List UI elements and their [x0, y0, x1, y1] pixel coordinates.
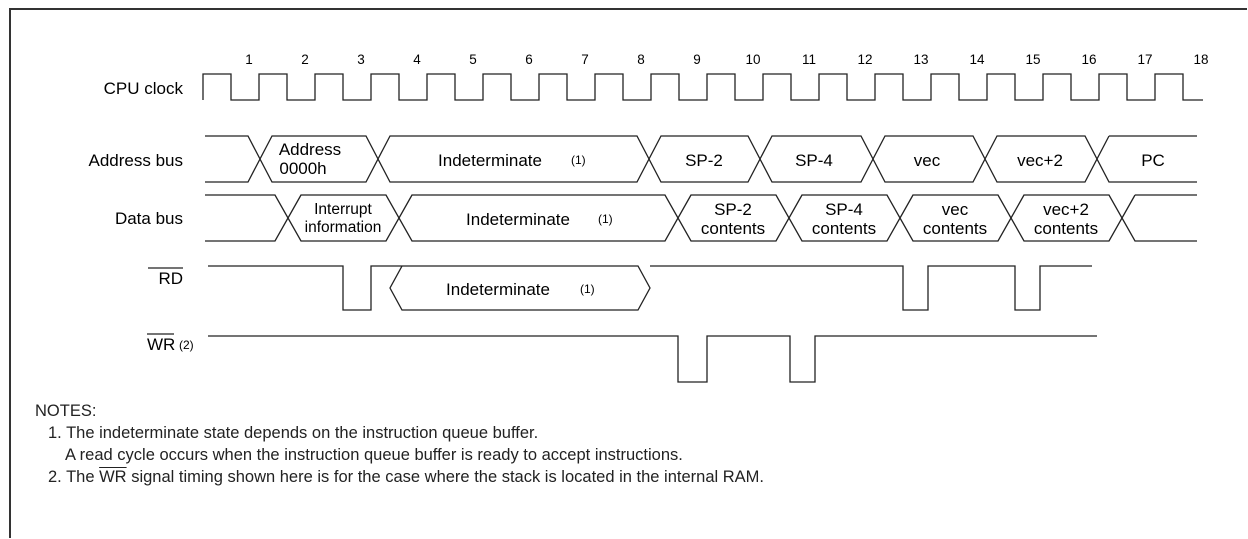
- clock-number-15: 15: [1025, 52, 1040, 67]
- note-2: 2. The WR signal timing shown here is fo…: [35, 466, 764, 488]
- addr-vec2: vec+2: [1017, 151, 1063, 170]
- rd-indeterminate-ref: (1): [580, 282, 595, 296]
- addr-address-line1: Address: [279, 140, 341, 159]
- addr-vec: vec: [914, 151, 941, 170]
- data-indeterminate: Indeterminate: [466, 210, 570, 229]
- addr-address-line2: 0000h: [279, 159, 326, 178]
- clock-number-8: 8: [637, 52, 645, 67]
- clock-number-18: 18: [1193, 52, 1208, 67]
- label-wr-ref: (2): [179, 338, 194, 352]
- label-cpu-clock: CPU clock: [104, 79, 184, 98]
- data-bus-waveform: [205, 194, 1197, 242]
- note-1-number: 1.: [48, 424, 62, 442]
- note-2-number: 2.: [48, 468, 62, 486]
- rd-waveform: [208, 265, 1092, 311]
- rd-indeterminate: Indeterminate: [446, 280, 550, 299]
- label-wr: WR: [147, 335, 175, 354]
- figure-frame: [9, 8, 1247, 538]
- data-vec-line2: contents: [923, 219, 987, 238]
- clock-number-13: 13: [913, 52, 928, 67]
- cpu-clock-waveform: [202, 73, 1203, 101]
- data-sp4-line2: contents: [812, 219, 876, 238]
- address-bus-waveform: [205, 135, 1197, 183]
- data-vec2-line2: contents: [1034, 219, 1098, 238]
- wr-waveform: [208, 335, 1097, 383]
- clock-number-10: 10: [745, 52, 760, 67]
- data-sp4-line1: SP-4: [825, 200, 863, 219]
- clock-number-9: 9: [693, 52, 701, 67]
- note-2-before: The: [66, 468, 95, 486]
- label-address-bus: Address bus: [89, 151, 184, 170]
- notes-heading: NOTES:: [35, 402, 97, 420]
- clock-number-6: 6: [525, 52, 533, 67]
- addr-sp2: SP-2: [685, 151, 723, 170]
- data-vec-line1: vec: [942, 200, 969, 219]
- note-2-signal: WR: [99, 468, 127, 486]
- note-1-line1: The indeterminate state depends on the i…: [66, 424, 539, 442]
- clock-number-11: 11: [802, 52, 816, 67]
- data-interrupt-line1: Interrupt: [314, 201, 372, 218]
- note-1-line2: A read cycle occurs when the instruction…: [65, 446, 683, 464]
- clock-number-17: 17: [1137, 52, 1152, 67]
- data-indeterminate-ref: (1): [598, 212, 613, 226]
- clock-number-4: 4: [413, 52, 421, 67]
- label-rd: RD: [158, 269, 183, 288]
- label-data-bus: Data bus: [115, 209, 183, 228]
- data-sp2-line2: contents: [701, 219, 765, 238]
- data-vec2-line1: vec+2: [1043, 200, 1089, 219]
- clock-number-14: 14: [969, 52, 985, 67]
- note-1: 1. The indeterminate state depends on th…: [35, 422, 764, 444]
- clock-number-2: 2: [301, 52, 309, 67]
- notes-section: NOTES: 1. The indeterminate state depend…: [35, 400, 764, 488]
- clock-number-5: 5: [469, 52, 477, 67]
- addr-pc: PC: [1141, 151, 1165, 170]
- data-sp2-line1: SP-2: [714, 200, 752, 219]
- clock-number-7: 7: [581, 52, 589, 67]
- clock-number-12: 12: [857, 52, 872, 67]
- clock-number-1: 1: [245, 52, 253, 67]
- data-interrupt-line2: information: [305, 219, 382, 236]
- clock-number-3: 3: [357, 52, 365, 67]
- note-2-after: signal timing shown here is for the case…: [131, 468, 764, 486]
- addr-sp4: SP-4: [795, 151, 833, 170]
- addr-indeterminate: Indeterminate: [438, 151, 542, 170]
- addr-indeterminate-ref: (1): [571, 153, 586, 167]
- clock-number-16: 16: [1081, 52, 1096, 67]
